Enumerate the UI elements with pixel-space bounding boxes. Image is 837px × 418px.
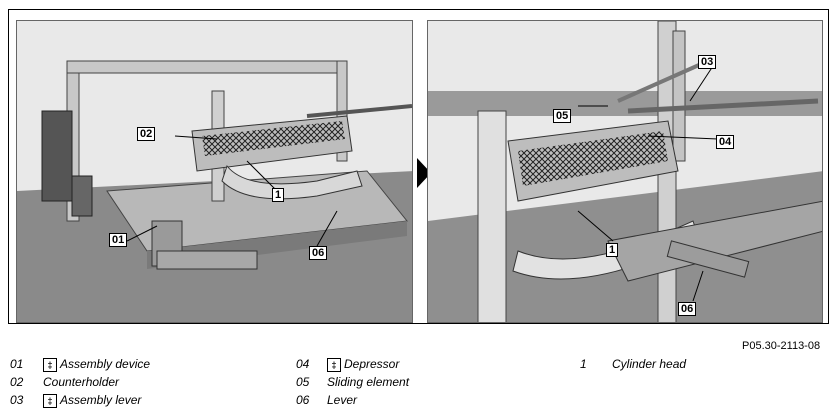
callout-1: 1 [272,188,285,202]
assembly-detail-drawing [428,21,822,322]
figure-id: P05.30-2113-08 [742,340,821,352]
legend-text: Depressor [344,357,400,371]
legend-column-3: 1 Cylinder head [580,357,780,375]
legend-number: 1 [580,357,587,371]
legend-text: Assembly device [60,357,151,371]
legend-number: 02 [10,375,24,389]
legend-number: 01 [10,357,24,371]
callout-02: 02 [137,127,156,141]
legend-label: Counterholder [43,375,120,389]
callout-01: 01 [109,233,128,247]
legend-item: 04 ‡Depressor [296,357,556,375]
legend-item: 02 Counterholder [10,375,270,393]
callout-05: 05 [553,109,572,123]
illustration-frame: 02 01 1 06 [8,9,829,324]
legend-item: 1 Cylinder head [580,357,780,375]
legend-text: Assembly lever [60,393,142,407]
callout-06: 06 [309,246,328,260]
assembly-device-drawing [17,60,412,322]
special-tool-icon: ‡ [43,358,57,372]
legend-label: ‡Assembly device [43,357,150,372]
special-tool-icon: ‡ [327,358,341,372]
legend-number: 04 [296,357,310,371]
next-step-arrow-icon [417,158,431,188]
legend-item: 05 Sliding element [296,375,556,393]
legend-item: 06 Lever [296,393,556,411]
right-illustration-panel: 05 03 04 1 06 [427,20,823,323]
legend-label: ‡Assembly lever [43,393,141,408]
legend-label: Lever [327,393,358,407]
legend-number: 06 [296,393,310,407]
legend-number: 05 [296,375,310,389]
legend-label: Cylinder head [612,357,687,371]
legend-label: ‡Depressor [327,357,399,372]
callout-06: 06 [678,302,697,316]
callout-04: 04 [716,135,735,149]
special-tool-icon: ‡ [43,394,57,408]
legend-number: 03 [10,393,24,407]
callout-03: 03 [698,55,717,69]
legend-item: 03 ‡Assembly lever [10,393,270,411]
legend-column-2: 04 ‡Depressor 05 Sliding element 06 Leve… [296,357,556,411]
legend-item: 01 ‡Assembly device [10,357,270,375]
legend-label: Sliding element [327,375,410,389]
left-illustration-panel: 02 01 1 06 [16,20,413,323]
callout-1: 1 [606,243,619,257]
legend-column-1: 01 ‡Assembly device 02 Counterholder 03 … [10,357,270,411]
